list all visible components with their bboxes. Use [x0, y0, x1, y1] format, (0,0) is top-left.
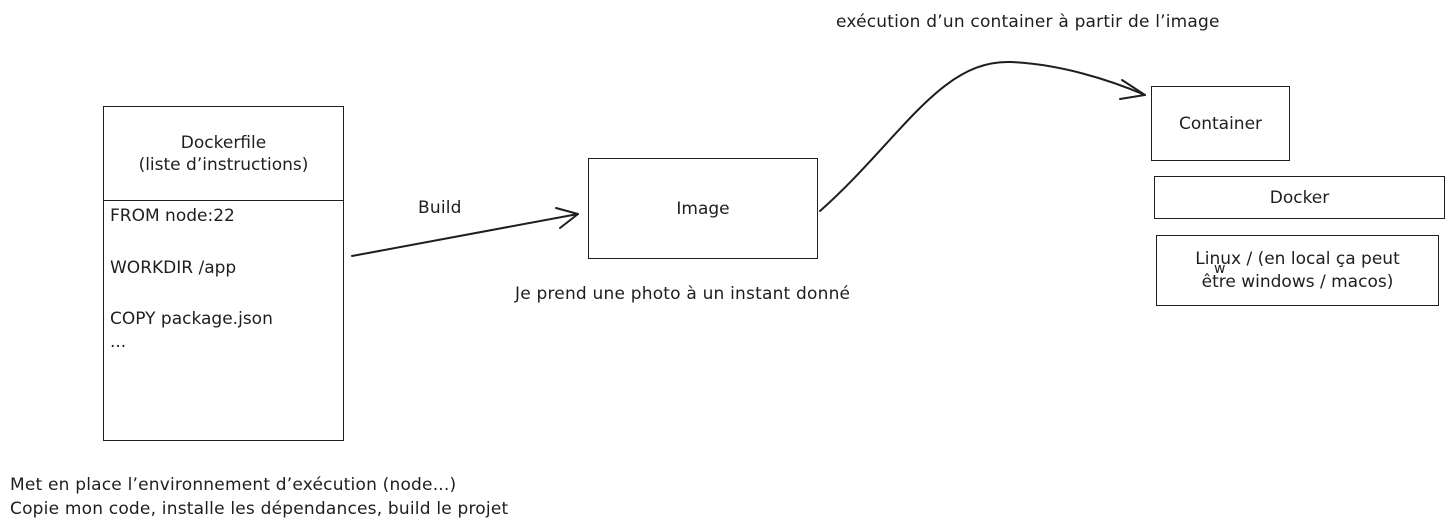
image-label: Image: [676, 198, 730, 219]
dockerfile-header-box: Dockerfile (liste d’instructions): [103, 106, 344, 201]
image-caption: Je prend une photo à un instant donné: [515, 284, 851, 304]
dockerfile-subtitle: (liste d’instructions): [138, 154, 309, 175]
os-box: Linux / (en local ça peut être windows /…: [1156, 235, 1439, 306]
build-label: Build: [418, 198, 462, 218]
docker-box: Docker: [1154, 176, 1445, 219]
instruction-workdir: WORKDIR /app: [110, 258, 237, 278]
instruction-copy: COPY package.json: [110, 309, 273, 329]
docker-label: Docker: [1269, 187, 1330, 208]
image-box: Image: [588, 158, 818, 259]
container-box: Container: [1151, 86, 1290, 161]
os-overlay-w: w: [1214, 261, 1226, 277]
run-arrow: [819, 60, 1146, 212]
os-line-2: être windows / macos): [1201, 271, 1394, 292]
instruction-ellipsis: ...: [110, 332, 127, 352]
run-label: exécution d’un container à partir de l’i…: [836, 12, 1220, 32]
os-line-1: Linux / (en local ça peut: [1195, 248, 1400, 269]
dockerfile-instructions-box: FROM node:22 WORKDIR /app COPY package.j…: [103, 200, 344, 441]
notes-line-2: Copie mon code, installe les dépendances…: [10, 499, 509, 519]
build-arrowhead: [555, 207, 579, 229]
instruction-from: FROM node:22: [110, 206, 235, 226]
container-label: Container: [1178, 113, 1263, 134]
dockerfile-title: Dockerfile: [180, 132, 267, 153]
run-arrowhead: [1119, 79, 1146, 100]
build-arrow: [351, 213, 579, 257]
notes-line-1: Met en place l’environnement d’exécution…: [10, 475, 457, 495]
